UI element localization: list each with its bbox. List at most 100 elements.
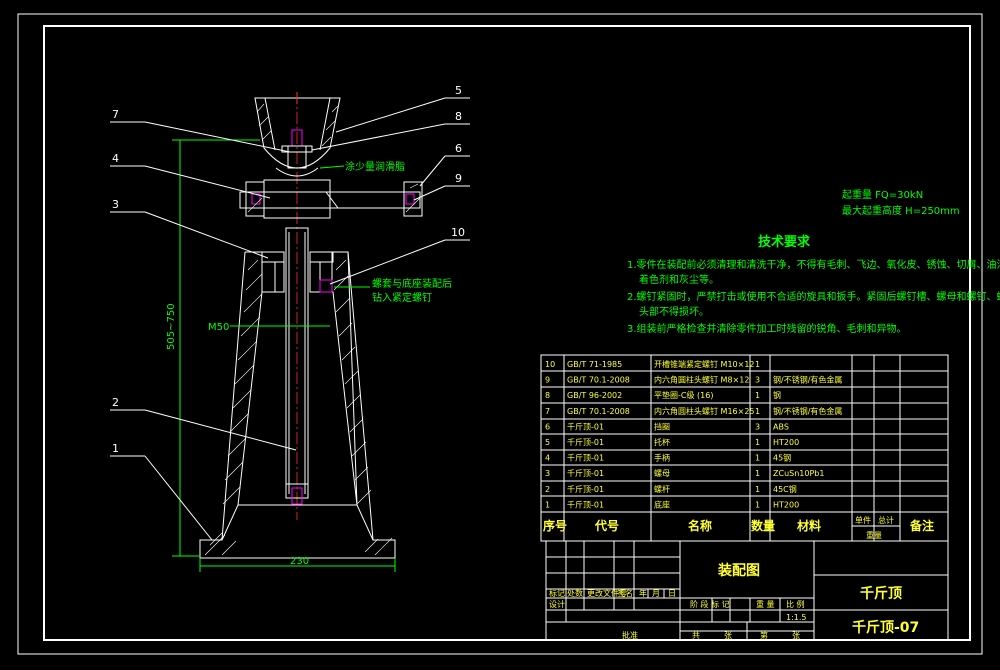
inner-border bbox=[43, 25, 971, 641]
bom-cell-name: 开槽锥端紧定螺钉 M10×12 bbox=[654, 359, 755, 369]
rev-count: 处数 bbox=[567, 588, 583, 598]
bom-cell-code: 千斤顶-01 bbox=[567, 468, 604, 478]
bom-cell-qty: 1 bbox=[755, 469, 760, 478]
spec-load: 起重量 FQ=30kN bbox=[842, 188, 923, 201]
rev-day: 日 bbox=[668, 589, 676, 598]
bom-cell-no: 10 bbox=[545, 360, 555, 369]
cup-hatch bbox=[256, 103, 339, 147]
base-hatch-right bbox=[333, 259, 393, 556]
tb-weight: 重 量 bbox=[756, 599, 775, 609]
bom-cell-mat: ZCuSn10Pb1 bbox=[773, 469, 824, 478]
bom-cell-name: 平垫圈-C级 (16) bbox=[654, 390, 713, 400]
base-left-edge bbox=[221, 251, 246, 541]
tech-line-3: 2.螺钉紧固时，严禁打击或使用不合适的旋具和扳手。紧固后螺钉槽、螺母和螺钉、螺栓 bbox=[627, 290, 1000, 303]
cup-outline bbox=[254, 97, 341, 169]
tech-line-2: 着色剂和灰尘等。 bbox=[639, 273, 719, 286]
end-cap-left bbox=[245, 181, 265, 217]
dim-width-label: 230 bbox=[290, 556, 309, 567]
bom-cell-code: GB/T 70.1-2008 bbox=[567, 376, 630, 385]
nut-right bbox=[309, 251, 333, 293]
tb-product-name: 千斤顶 bbox=[860, 585, 902, 602]
bom-cell-name: 内六角圆柱头螺钉 M8×12 bbox=[654, 375, 749, 385]
bom-cell-name: 螺母 bbox=[654, 468, 670, 478]
tb-approve: 批准 bbox=[622, 630, 638, 640]
tb-drawing-number: 千斤顶-07 bbox=[852, 619, 919, 636]
bom-cell-qty: 3 bbox=[755, 422, 760, 431]
callout-8: 8 bbox=[455, 110, 462, 123]
tb-drawing-type: 装配图 bbox=[717, 562, 760, 579]
rev-month: 月 bbox=[652, 589, 660, 598]
bom-header-mat: 材料 bbox=[796, 518, 821, 533]
bom-cell-qty: 3 bbox=[755, 376, 760, 385]
bom-cell-code: 千斤顶-01 bbox=[567, 484, 604, 494]
bom-cell-code: GB/T 70.1-2008 bbox=[567, 407, 630, 416]
bom-cell-name: 托杯 bbox=[654, 437, 670, 447]
bom-cell-code: 千斤顶-01 bbox=[567, 437, 604, 447]
base-right-edge bbox=[347, 251, 374, 541]
bom-header-remark: 备注 bbox=[909, 518, 934, 533]
note-screw-2: 钻入紧定螺钉 bbox=[372, 291, 432, 304]
bom-header-qty: 数量 bbox=[751, 518, 775, 533]
callout-5: 5 bbox=[455, 84, 462, 97]
nut-left bbox=[261, 251, 285, 293]
tb-scale: 1:1.5 bbox=[786, 613, 807, 622]
callout-10: 10 bbox=[451, 226, 465, 239]
bom-cell-no: 1 bbox=[545, 500, 550, 509]
bom-cell-mat: ABS bbox=[773, 422, 789, 431]
callout-1: 1 bbox=[112, 442, 119, 455]
tech-line-1: 1.零件在装配前必须清理和清洗干净，不得有毛刺、飞边、氧化皮、锈蚀、切屑、油污、 bbox=[627, 258, 1000, 271]
callout-7: 7 bbox=[112, 108, 119, 121]
tb-stage: 阶 段 标 记 bbox=[690, 599, 730, 609]
bom-cell-qty: 1 bbox=[755, 500, 760, 509]
bom-cell-code: GB/T 96-2002 bbox=[567, 391, 622, 400]
tech-line-4: 头部不得损坏。 bbox=[639, 305, 709, 318]
bom-cell-code: 千斤顶-01 bbox=[567, 499, 604, 509]
tech-title: 技术要求 bbox=[758, 234, 811, 250]
bom-cell-qty: 1 bbox=[755, 438, 760, 447]
bom-header-no: 序号 bbox=[543, 518, 567, 533]
bom-cell-no: 8 bbox=[545, 391, 550, 400]
callout-2: 2 bbox=[112, 396, 119, 409]
bom-header-code: 代号 bbox=[594, 518, 619, 533]
bom-cell-qty: 1 bbox=[755, 454, 760, 463]
bom-cell-no: 4 bbox=[545, 454, 550, 463]
tb-sheet2: 张 bbox=[724, 631, 732, 640]
tb-ratio: 比 例 bbox=[786, 599, 805, 609]
rev-file: 更改文件号 bbox=[587, 588, 627, 598]
dim-dia-label: M50 bbox=[208, 322, 229, 333]
bom-cell-mat: HT200 bbox=[773, 500, 799, 509]
bom-cell-no: 6 bbox=[545, 422, 550, 431]
bom-cell-no: 9 bbox=[545, 376, 550, 385]
end-cap-right bbox=[403, 181, 423, 217]
leader-lines bbox=[110, 97, 470, 541]
bom-cell-qty: 1 bbox=[755, 360, 760, 369]
outer-border bbox=[17, 13, 983, 655]
bom-header-name: 名称 bbox=[688, 518, 712, 533]
bom-cell-name: 挡圈 bbox=[654, 421, 670, 431]
bom-cell-code: 千斤顶-01 bbox=[567, 453, 604, 463]
bom-cell-no: 7 bbox=[545, 407, 550, 416]
bom-cell-mat: 钢/不锈钢/有色金属 bbox=[773, 406, 842, 416]
rev-mark: 标记 bbox=[549, 588, 565, 598]
callout-9: 9 bbox=[455, 172, 462, 185]
bom-cell-code: 千斤顶-01 bbox=[567, 421, 604, 431]
bom-cell-qty: 1 bbox=[755, 485, 760, 494]
title-block: 标记 处数 更改文件号 签名 年 月 日 设计 批准 阶 段 标 记 重 量 比… bbox=[545, 540, 949, 641]
tb-sheet4: 张 bbox=[792, 631, 800, 640]
tb-sheet1: 共 bbox=[692, 631, 700, 640]
bom-cell-qty: 1 bbox=[755, 407, 760, 416]
set-screw bbox=[319, 279, 333, 293]
bom-cell-no: 5 bbox=[545, 438, 550, 447]
note-screw-1: 螺套与底座装配后 bbox=[372, 277, 452, 290]
washer bbox=[281, 145, 313, 153]
callout-3: 3 bbox=[112, 198, 119, 211]
rev-year: 年 bbox=[639, 588, 647, 598]
bom-cell-name: 螺杆 bbox=[654, 484, 670, 494]
callout-4: 4 bbox=[112, 152, 119, 165]
bom-cell-mat: 45C钢 bbox=[773, 484, 797, 494]
bom-cell-mat: 45钢 bbox=[773, 453, 791, 463]
bom-cell-no: 2 bbox=[545, 485, 550, 494]
bom-cell-name: 底座 bbox=[654, 499, 670, 509]
